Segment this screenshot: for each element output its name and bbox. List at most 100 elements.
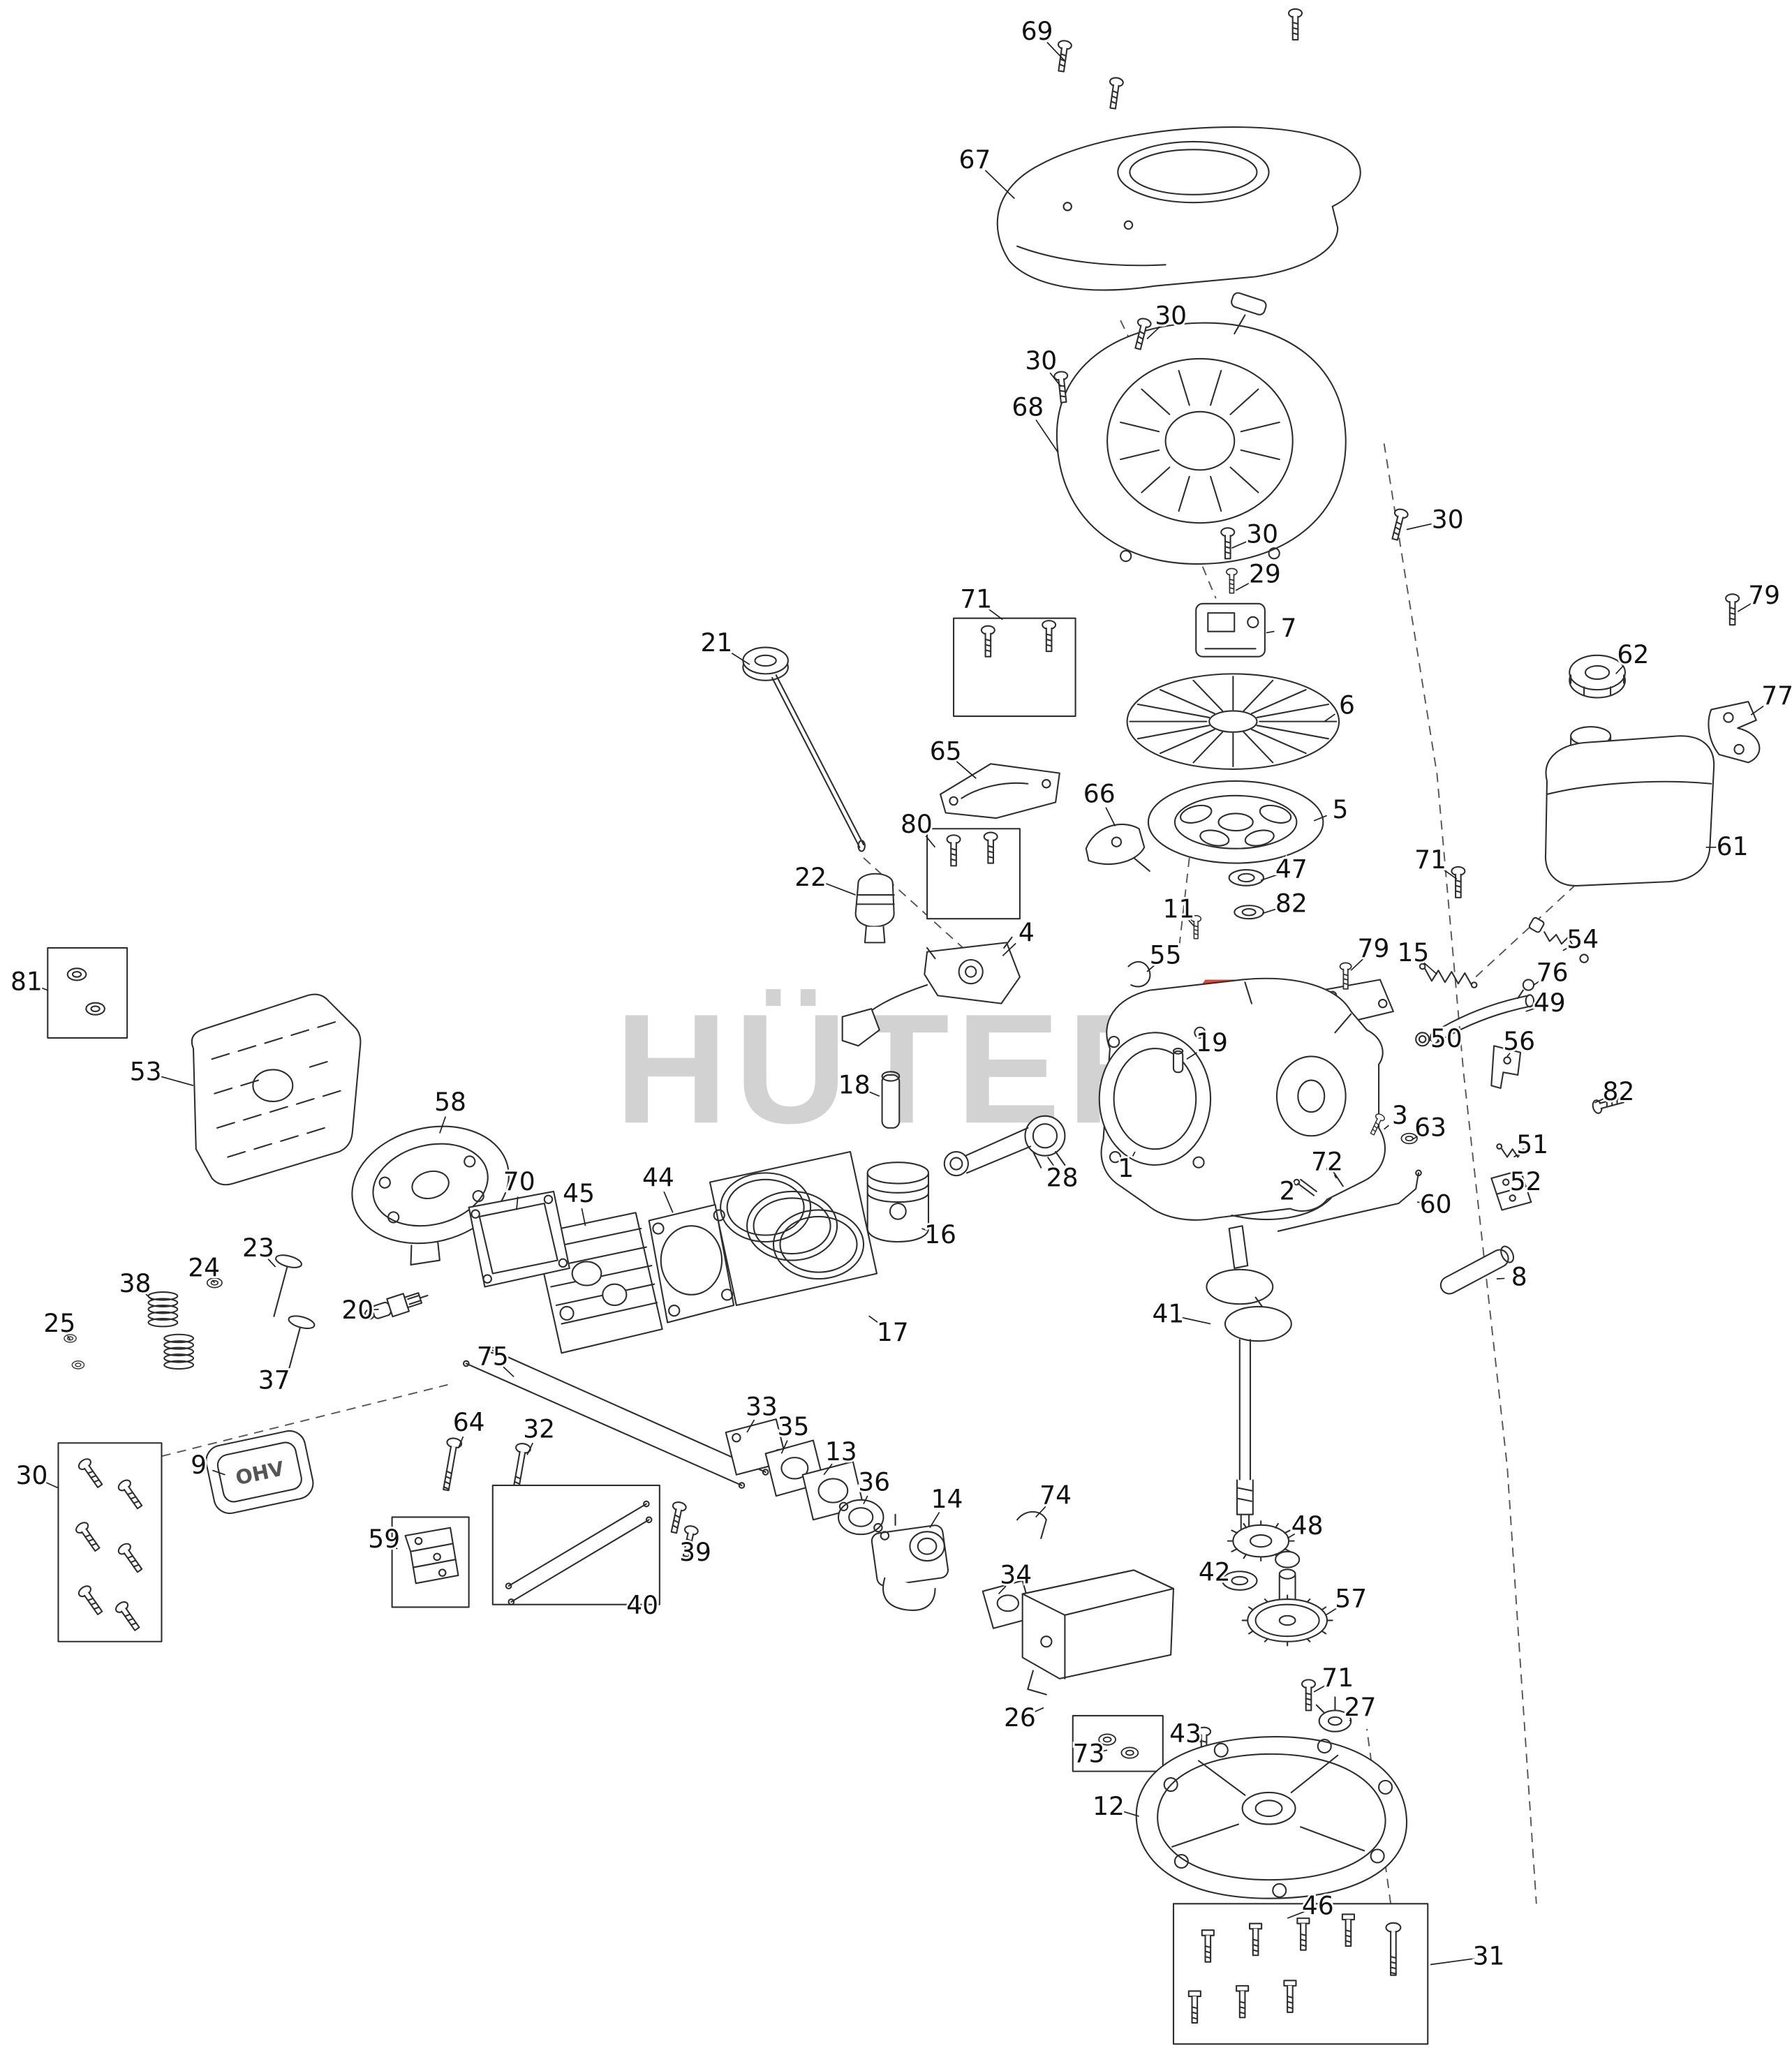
callout-leader-63 <box>1412 1135 1419 1141</box>
callout-leader-34 <box>998 1585 1007 1595</box>
part-oil-pan <box>1135 1736 1407 1899</box>
callout-leader-31 <box>1430 1958 1474 1966</box>
callout-leader-41 <box>1182 1316 1211 1325</box>
callout-leader-66 <box>1105 807 1116 826</box>
part-starter-cup-washers <box>1190 869 1265 940</box>
callout-68: 68 <box>1012 394 1044 422</box>
callout-leader-68 <box>1035 419 1059 454</box>
callout-leader-27 <box>1349 1719 1352 1722</box>
callout-leader-8 <box>1496 1277 1505 1279</box>
callout-50: 50 <box>1430 1025 1463 1053</box>
part-head-gasket <box>648 1203 735 1323</box>
callout-29: 29 <box>1249 560 1281 588</box>
callout-60: 60 <box>1420 1190 1452 1219</box>
callout-leader-79 <box>1737 602 1752 612</box>
callout-leader-75 <box>503 1366 514 1378</box>
part-link-74 <box>1016 1511 1047 1539</box>
callout-leader-81 <box>40 986 48 991</box>
callout-leader-17 <box>868 1315 882 1326</box>
callout-52: 52 <box>1510 1168 1542 1196</box>
part-ignition-coil <box>841 936 1021 1047</box>
callout-80: 80 <box>901 810 933 839</box>
callout-leader-60 <box>1416 1201 1422 1203</box>
part-dowel-pin <box>881 1071 901 1129</box>
callout-leader-53 <box>159 1075 194 1087</box>
hardware-box-73 <box>1072 1714 1164 1772</box>
part-valve-exhaust <box>286 1315 316 1379</box>
part-piston-rings <box>709 1150 878 1307</box>
callout-15: 15 <box>1397 939 1429 967</box>
callout-leader-45 <box>581 1208 586 1226</box>
callout-51: 51 <box>1516 1131 1548 1159</box>
callout-9: 9 <box>191 1451 207 1480</box>
callout-49: 49 <box>1534 989 1566 1018</box>
callout-7: 7 <box>1281 614 1297 643</box>
part-head-studs <box>462 1346 769 1489</box>
part-cylinder-block <box>1098 977 1386 1221</box>
callout-67: 67 <box>958 146 991 175</box>
callout-47: 47 <box>1275 855 1308 884</box>
part-camshaft <box>1241 1550 1333 1647</box>
callout-leader-29 <box>1235 581 1252 591</box>
callout-leader-22 <box>824 882 856 896</box>
callout-leader-30 <box>1049 372 1062 387</box>
callout-3: 3 <box>1392 1101 1408 1130</box>
callout-leader-59 <box>395 1547 398 1550</box>
part-fuel-tank <box>1545 726 1715 886</box>
part-bracket-56 <box>1490 1045 1522 1090</box>
callout-leader-35 <box>780 1440 788 1454</box>
part-fuel-cap <box>1569 654 1626 699</box>
callout-leader-70 <box>516 1196 519 1210</box>
callout-69: 69 <box>1021 17 1053 46</box>
part-air-baffle-right <box>1085 823 1150 872</box>
part-washer-42 <box>1222 1571 1258 1591</box>
part-cover-gasket <box>468 1190 570 1288</box>
part-ignition-module <box>1195 602 1266 658</box>
callout-41: 41 <box>1152 1300 1184 1329</box>
callout-leader-5 <box>1313 815 1327 822</box>
callout-leader-19 <box>1186 1050 1200 1060</box>
part-cylinder-head <box>534 1212 663 1354</box>
callout-leader-30 <box>1406 523 1434 530</box>
callout-leader-57 <box>1325 1606 1340 1616</box>
callout-28: 28 <box>1046 1164 1079 1192</box>
callout-leader-30 <box>1146 325 1161 340</box>
callout-39: 39 <box>679 1538 711 1567</box>
callout-21: 21 <box>700 629 732 658</box>
callout-leader-14 <box>929 1512 940 1529</box>
hardware-box-71 <box>952 617 1076 718</box>
callout-leader-56 <box>1506 1053 1511 1058</box>
callout-79: 79 <box>1748 581 1780 610</box>
callout-leader-15 <box>1423 962 1438 975</box>
callout-82: 82 <box>1603 1078 1635 1106</box>
callout-30: 30 <box>1025 347 1057 376</box>
callout-leader-73 <box>1102 1749 1108 1752</box>
callout-13: 13 <box>825 1438 857 1467</box>
callout-leader-64 <box>457 1436 464 1449</box>
callout-leader-62 <box>1615 665 1624 674</box>
callout-leader-18 <box>867 1090 880 1097</box>
callout-leader-30 <box>1231 540 1250 549</box>
callout-76: 76 <box>1536 958 1569 987</box>
bolt-39a <box>667 1500 688 1535</box>
part-spring-51 <box>1496 1143 1528 1158</box>
callout-30: 30 <box>1246 521 1278 549</box>
callout-79: 79 <box>1358 935 1390 963</box>
callout-77: 77 <box>1761 682 1792 711</box>
callout-leader-1 <box>1132 1151 1136 1157</box>
callout-leader-3 <box>1384 1125 1389 1130</box>
callout-leader-32 <box>526 1442 534 1455</box>
part-muffler-guard <box>191 993 362 1186</box>
callout-leader-20 <box>372 1308 379 1311</box>
callout-25: 25 <box>43 1309 75 1338</box>
callout-62: 62 <box>1617 641 1649 669</box>
callout-leader-74 <box>1035 1506 1046 1518</box>
callout-57: 57 <box>1335 1585 1367 1613</box>
callout-leader-71 <box>1442 868 1458 880</box>
callout-leader-36 <box>863 1495 868 1504</box>
callout-6: 6 <box>1339 691 1355 720</box>
part-flywheel-fan <box>1126 673 1340 770</box>
callout-leader-42 <box>1223 1580 1227 1583</box>
